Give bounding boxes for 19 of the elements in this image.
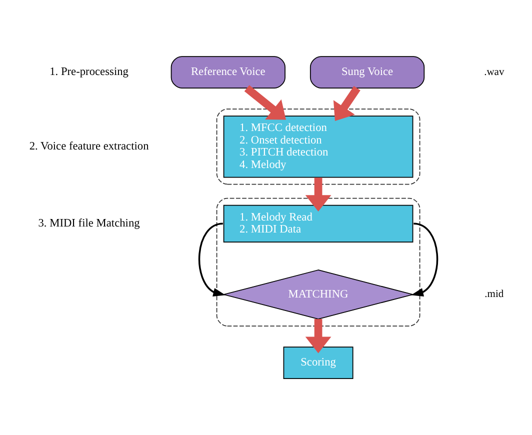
arrow bbox=[305, 178, 332, 212]
arrow bbox=[305, 319, 332, 354]
arrow bbox=[411, 222, 438, 296]
node-box: Sung Voice bbox=[310, 56, 425, 88]
node-box: 1. MFCC detection 2. Onset detection 3. PITCH detection 4. Melody bbox=[223, 116, 414, 178]
cluster bbox=[216, 108, 420, 185]
label: 1. Pre-processing bbox=[50, 66, 128, 78]
label: 3. MIDI file Matching bbox=[38, 218, 140, 230]
label: 2. Voice feature extraction bbox=[29, 140, 149, 153]
arrow bbox=[333, 86, 360, 122]
label: .mid bbox=[484, 289, 504, 300]
node-box: Scoring bbox=[283, 346, 354, 379]
arrow bbox=[244, 85, 286, 120]
label: .wav bbox=[484, 66, 504, 78]
cluster bbox=[216, 198, 420, 326]
arrow bbox=[198, 222, 226, 296]
node-box: 1. Melody Read 2. MIDI Data bbox=[223, 204, 414, 242]
node-box: Reference Voice bbox=[170, 56, 286, 88]
node-diamond: MATCHING bbox=[222, 270, 415, 320]
